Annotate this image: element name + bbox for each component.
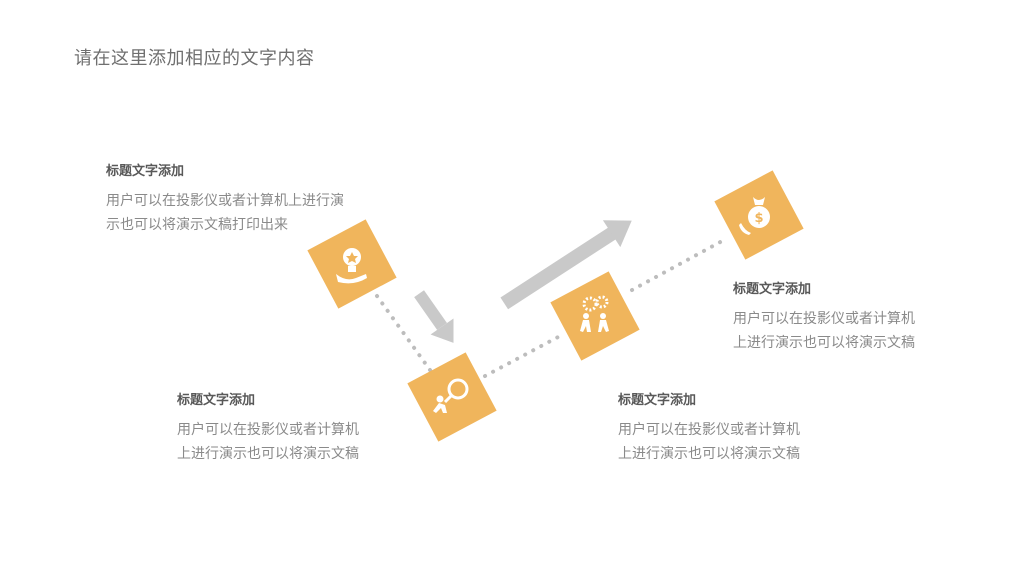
svg-text:$: $ [754,211,763,226]
dotted-connectors [375,238,726,378]
step-4-text-block: 标题文字添加 用户可以在投影仪或者计算机 上进行演示也可以将演示文稿 [733,278,915,355]
step-4-description: 用户可以在投影仪或者计算机 上进行演示也可以将演示文稿 [733,311,915,351]
step-4-title: 标题文字添加 [733,282,812,297]
step-3-description: 用户可以在投影仪或者计算机 上进行演示也可以将演示文稿 [618,422,800,462]
connector-2-3 [483,334,562,378]
up-arrow [500,220,632,310]
step-1-title: 标题文字添加 [106,164,185,179]
connector-3-4 [630,238,726,292]
step-1-text-block: 标题文字添加 用户可以在投影仪或者计算机上进行演 示也可以将演示文稿打印出来 [106,160,344,237]
step-2-text-block: 标题文字添加 用户可以在投影仪或者计算机 上进行演示也可以将演示文稿 [177,389,359,466]
step-2-description: 用户可以在投影仪或者计算机 上进行演示也可以将演示文稿 [177,422,359,462]
step-1-tile [307,219,397,309]
page-title: 请在这里添加相应的文字内容 [74,48,315,69]
lightbulb-hand-icon [336,248,367,284]
person-magnifier-icon [433,378,469,413]
step-3-title: 标题文字添加 [618,393,697,408]
teamwork-gears-icon [580,295,609,332]
step-2-tile [407,352,497,442]
down-arrow [414,290,454,343]
connector-1-2 [375,294,432,372]
step-1-description: 用户可以在投影仪或者计算机上进行演 示也可以将演示文稿打印出来 [106,193,344,233]
money-bag-hand-icon: $ [739,197,770,235]
step-3-text-block: 标题文字添加 用户可以在投影仪或者计算机 上进行演示也可以将演示文稿 [618,389,800,466]
step-3-tile [550,271,640,361]
step-2-title: 标题文字添加 [177,393,256,408]
step-4-tile: $ [714,170,804,260]
